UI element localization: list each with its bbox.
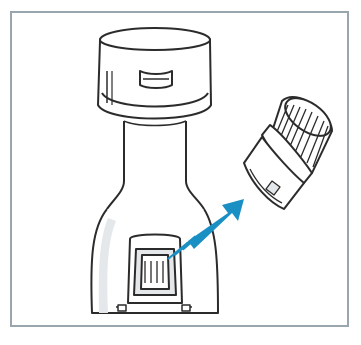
brush-attachment [244, 91, 337, 209]
illustration [12, 13, 347, 325]
illustration-frame [10, 11, 349, 327]
handle-body [91, 28, 218, 313]
